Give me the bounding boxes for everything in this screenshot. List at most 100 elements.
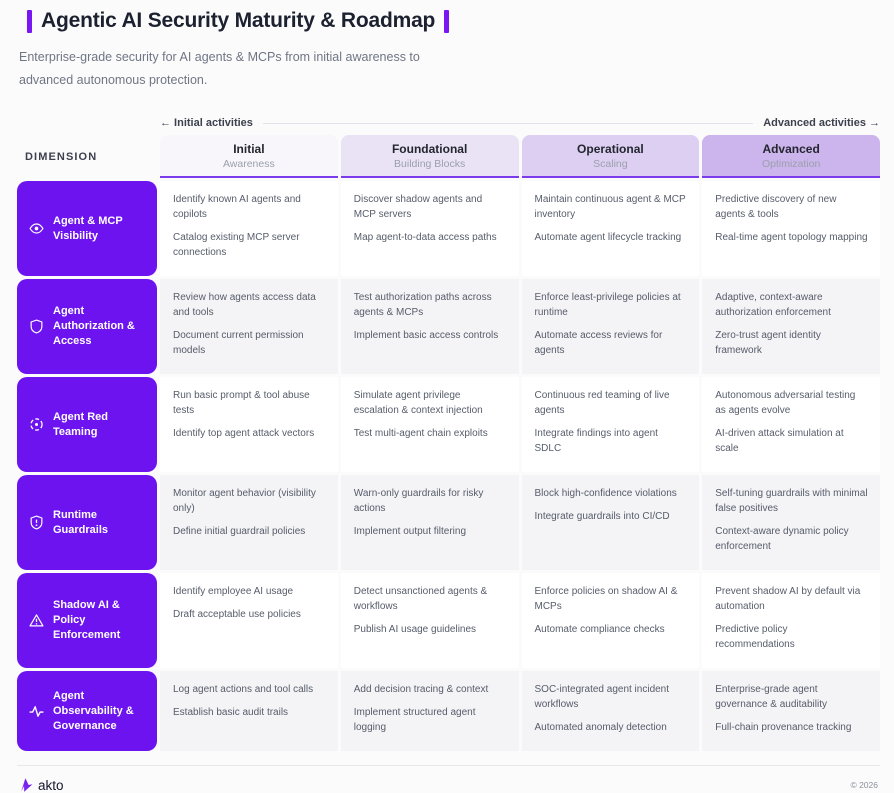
title-accent-bar-left [27,9,32,33]
matrix-cell-agent-authorization-access-foundational: Test authorization paths across agents &… [340,279,519,375]
copyright: © 2026 [850,780,878,791]
activity-item: Define initial guardrail policies [173,526,306,538]
dimension-label: Runtime Guardrails [53,508,109,536]
akto-logo-icon [19,777,34,793]
dimension-label: Agent Observability & Governance [53,689,134,732]
activity-item: Prevent shadow AI by default via automat… [715,586,861,613]
activity-item: Continuous red teaming of live agents [534,390,670,417]
column-title: Foundational [391,142,468,157]
eye-icon [29,221,44,236]
matrix-cell-runtime-guardrails-advanced: Self-tuning guardrails with minimal fals… [702,475,880,571]
activity-item: SOC-integrated agent incident workflows [534,684,670,711]
activity-item: Add decision tracing & context [353,684,489,696]
dimension-label: Agent Red Teaming [53,410,108,438]
activity-item: Automate compliance checks [534,624,665,636]
activity-item: Test authorization paths across agents &… [353,292,492,319]
activity-item: Catalog existing MCP server connections [173,232,300,259]
column-subtitle: Building Blocks [394,158,466,171]
activity-item: Integrate guardrails into CI/CD [534,511,670,523]
column-title: Operational [577,142,644,157]
page-title-row: Agentic AI Security Maturity & Roadmap [27,9,880,33]
activity-item: Predictive policy recommendations [715,624,795,651]
title-accent-bar-right [444,9,450,33]
maturity-matrix: DIMENSION Initial Awareness Foundational… [17,135,880,752]
maturity-axis: ← Initial activities Advanced activities… [160,117,880,129]
column-title: Initial [233,142,265,157]
page-subtitle: Enterprise-grade security for AI agents … [19,50,420,88]
activity-item: Maintain continuous agent & MCP inventor… [534,194,686,221]
activity-item: Enforce least-privilege policies at runt… [534,292,681,319]
activity-item: Publish AI usage guidelines [353,624,477,636]
axis-line [262,122,754,124]
matrix-cell-agent-mcp-visibility-advanced: Predictive discovery of new agents & too… [702,181,880,277]
activity-item: Map agent-to-data access paths [353,232,497,244]
activity-item: Zero-trust agent identity framework [715,330,821,357]
matrix-cell-shadow-ai-policy-enforcement-advanced: Prevent shadow AI by default via automat… [702,573,880,669]
activity-item: AI-driven attack simulation at scale [715,428,844,455]
matrix-cell-agent-authorization-access-operational: Enforce least-privilege policies at runt… [521,279,700,375]
activity-item: Adaptive, context-aware authorization en… [715,292,831,319]
dimension-button-agent-authorization-access: Agent Authorization & Access [17,279,157,375]
activity-item: Autonomous adversarial testing as agents… [715,390,856,417]
activity-item: Log agent actions and tool calls [173,684,314,696]
activity-item: Document current permission models [173,330,304,357]
activity-item: Identify top agent attack vectors [173,428,315,440]
activity-item: Enterprise-grade agent governance & audi… [715,684,827,711]
activity-item: Run basic prompt & tool abuse tests [173,390,310,417]
warning-triangle-icon [29,613,44,628]
activity-item: Warn-only guardrails for risky actions [353,488,484,515]
matrix-cell-agent-red-teaming-foundational: Simulate agent privilege escalation & co… [340,377,519,473]
matrix-cell-runtime-guardrails-initial: Monitor agent behavior (visibility only)… [160,475,338,571]
activity-item: Automate access reviews for agents [534,330,663,357]
column-subtitle: Optimization [761,158,821,171]
activity-item: Full-chain provenance tracking [715,722,852,734]
activity-icon [29,704,44,719]
activity-item: Draft acceptable use policies [173,609,301,621]
column-title: Advanced [762,142,820,157]
dimension-label: Agent & MCP Visibility [53,214,123,242]
shield-alert-icon [29,515,44,530]
matrix-cell-agent-observability-governance-advanced: Enterprise-grade agent governance & audi… [702,671,880,752]
activity-item: Automated anomaly detection [534,722,667,734]
activity-item: Implement structured agent logging [353,707,476,734]
page-title: Agentic AI Security Maturity & Roadmap [41,9,436,32]
column-header-initial: Initial Awareness [160,135,338,179]
dimension-label: Agent Authorization & Access [53,305,135,348]
column-header-advanced: Advanced Optimization [702,135,880,179]
activity-item: Detect unsanctioned agents & workflows [353,586,488,613]
matrix-cell-agent-red-teaming-advanced: Autonomous adversarial testing as agents… [702,377,880,473]
activity-item: Identify employee AI usage [173,586,294,598]
axis-label-initial: ← Initial activities [160,117,253,130]
dimension-label: Shadow AI & Policy Enforcement [53,599,121,642]
column-header-foundational: Foundational Building Blocks [340,135,519,179]
activity-item: Identify known AI agents and copilots [173,194,301,221]
activity-item: Integrate findings into agent SDLC [534,428,658,455]
activity-item: Review how agents access data and tools [173,292,316,319]
dimension-column-header: DIMENSION [25,150,98,163]
activity-item: Test multi-agent chain exploits [353,428,488,440]
activity-item: Implement output filtering [353,526,467,538]
column-header-operational: Operational Scaling [521,135,700,179]
activity-item: Self-tuning guardrails with minimal fals… [715,488,868,515]
target-icon [29,417,44,432]
activity-item: Context-aware dynamic policy enforcement [715,526,849,553]
dimension-button-agent-red-teaming: Agent Red Teaming [17,377,157,473]
dimension-button-runtime-guardrails: Runtime Guardrails [17,475,157,571]
matrix-cell-agent-authorization-access-advanced: Adaptive, context-aware authorization en… [702,279,880,375]
activity-item: Discover shadow agents and MCP servers [353,194,483,221]
activity-item: Simulate agent privilege escalation & co… [353,390,483,417]
axis-label-advanced: Advanced activities → [763,117,880,130]
activity-item: Block high-confidence violations [534,488,677,500]
brand: akto [19,777,64,793]
